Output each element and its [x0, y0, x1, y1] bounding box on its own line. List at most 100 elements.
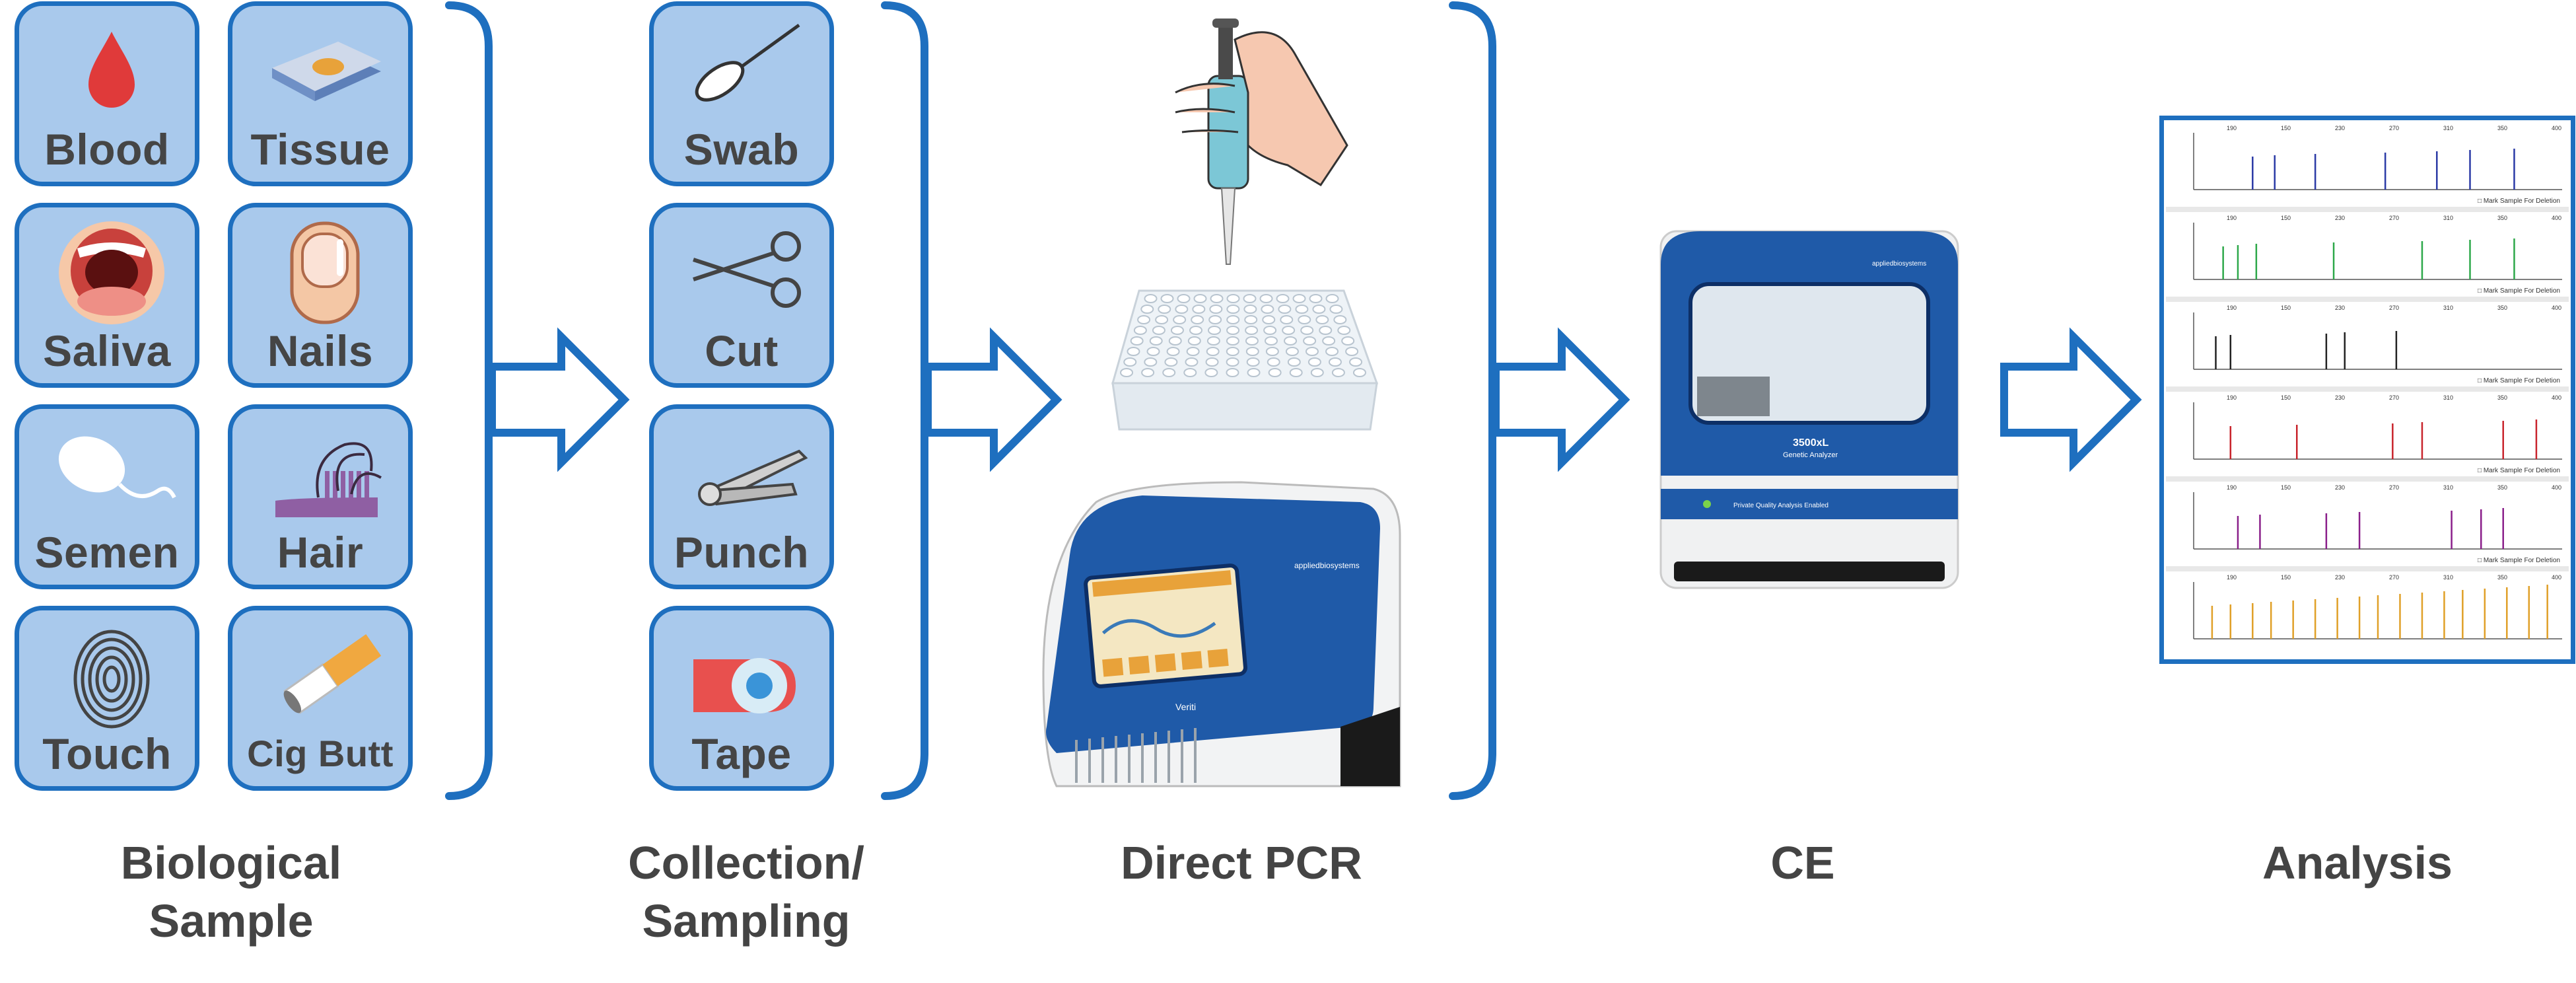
blood-drop-icon [88, 32, 135, 108]
plate-well [1267, 357, 1280, 367]
pipette-hand-icon [1175, 18, 1348, 265]
axis-tick-label: 270 [2389, 125, 2399, 131]
plate-well [1295, 305, 1309, 314]
plate-well [1276, 294, 1290, 303]
plate-well [1160, 294, 1174, 303]
axis-tick-label: 310 [2443, 125, 2453, 131]
bracket-pcr [1449, 1, 1496, 800]
plate-well [1175, 305, 1189, 314]
plate-well [1133, 326, 1147, 335]
plate-well [1246, 357, 1260, 367]
arrow-1-icon [488, 327, 630, 472]
sample-tile-semen[interactable]: Semen [15, 404, 199, 589]
axis-tick-label: 350 [2497, 215, 2507, 221]
plate-well [1325, 347, 1339, 356]
plate-well [1247, 368, 1261, 377]
plate-well [1265, 336, 1278, 346]
axis-tick-label: 270 [2389, 484, 2399, 491]
plate-well [1158, 305, 1171, 314]
plate-well [1322, 336, 1336, 346]
sperm-icon [58, 436, 176, 499]
plate-well [1183, 368, 1197, 377]
plate-well [1226, 336, 1239, 346]
electropherogram-panel: 190 150 230 270 310 350 400 □ Mark Sample For D… [2159, 116, 2575, 664]
plate-well [1245, 326, 1259, 335]
axis-tick-label: 350 [2497, 394, 2507, 401]
plate-well [1170, 326, 1184, 335]
fingerprint-icon [73, 630, 150, 729]
mark-sample-text: □ Mark Sample For Deletion [2478, 557, 2560, 564]
plate-well [1312, 305, 1326, 314]
plate-well [1349, 357, 1363, 367]
arrow-3-icon [1492, 327, 1630, 472]
collection-tile-cut[interactable]: Cut [649, 203, 834, 388]
sample-tile-nails[interactable]: Nails [228, 203, 413, 388]
stage-label-collection-sampling: Collection/ Sampling [628, 837, 864, 947]
axis-tick-label: 230 [2335, 484, 2345, 491]
collection-tile-swab[interactable]: Swab [649, 1, 834, 186]
axis-tick-label: 310 [2443, 484, 2453, 491]
plate-well [1289, 368, 1303, 377]
plate-well [1187, 336, 1201, 346]
plate-well [1127, 347, 1140, 356]
plate-well [1206, 336, 1220, 346]
plate-well [1245, 347, 1259, 356]
plate-well [1226, 357, 1239, 367]
plate-well [1333, 315, 1347, 324]
plate-well [1226, 294, 1240, 303]
pcr-plate-icon [1111, 289, 1379, 431]
hair-comb-icon [275, 442, 382, 517]
plate-well [1243, 294, 1257, 303]
collection-tile-tape[interactable]: Tape [649, 606, 834, 791]
collection-label: Tape [691, 729, 792, 778]
plate-well [1226, 305, 1240, 314]
plate-well [1144, 357, 1158, 367]
scissors-icon [693, 231, 801, 308]
plate-well [1205, 357, 1219, 367]
stage-label-analysis: Analysis [2262, 837, 2453, 889]
sample-label: Hair [277, 528, 364, 577]
sample-tile-blood[interactable]: Blood [15, 1, 199, 186]
plate-well [1164, 357, 1178, 367]
mouth-icon [59, 221, 164, 324]
plate-well [1208, 315, 1222, 324]
stage-label-biological-sample: Biological Sample [120, 837, 342, 947]
sample-tile-tissue[interactable]: Tissue [228, 1, 413, 186]
plate-well [1307, 357, 1321, 367]
plate-well [1226, 347, 1239, 356]
bracket-biological [445, 1, 493, 800]
sample-tile-touch[interactable]: Touch [15, 606, 199, 791]
plate-well [1284, 336, 1298, 346]
plate-well [1210, 294, 1224, 303]
axis-tick-label: 400 [2552, 125, 2561, 131]
mark-sample-text: □ Mark Sample For Deletion [2478, 377, 2560, 384]
axis-tick-label: 150 [2281, 574, 2291, 581]
plate-well [1144, 294, 1158, 303]
sample-tile-cig-butt[interactable]: Cig Butt [228, 606, 413, 791]
axis-tick-label: 310 [2443, 574, 2453, 581]
plate-well [1300, 326, 1314, 335]
cycler-model: Veriti [1175, 702, 1196, 712]
collection-tile-punch[interactable]: Punch [649, 404, 834, 589]
axis-tick-label: 350 [2497, 305, 2507, 311]
axis-tick-label: 270 [2389, 394, 2399, 401]
axis-tick-label: 230 [2335, 125, 2345, 131]
axis-tick-label: 400 [2552, 574, 2561, 581]
sample-tile-hair[interactable]: Hair [228, 404, 413, 589]
axis-tick-label: 190 [2227, 394, 2237, 401]
axis-tick-label: 230 [2335, 574, 2345, 581]
plate-well [1280, 315, 1294, 324]
plate-well [1292, 294, 1306, 303]
plate-well [1262, 315, 1276, 324]
fingernail-icon [290, 221, 360, 324]
plate-well [1331, 368, 1345, 377]
svg-text:appliedbiosystems: appliedbiosystems [1872, 260, 1926, 268]
stage-label-direct-pcr: Direct PCR [1121, 837, 1362, 889]
plate-well [1208, 326, 1222, 335]
collection-label: Cut [705, 326, 779, 375]
sample-tile-saliva[interactable]: Saliva [15, 203, 199, 388]
